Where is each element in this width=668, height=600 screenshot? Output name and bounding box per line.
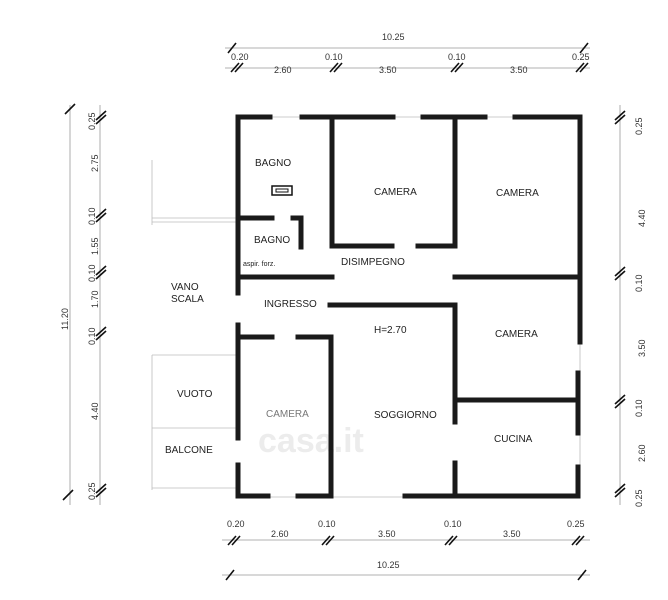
dim-left: 0.25 bbox=[87, 112, 97, 130]
dim-left: 0.10 bbox=[87, 264, 97, 282]
dim-right: 0.10 bbox=[634, 274, 644, 292]
dim-left: 1.55 bbox=[90, 237, 100, 255]
label-scala: SCALA bbox=[171, 294, 204, 305]
dim-right: 0.10 bbox=[634, 399, 644, 417]
dim-top: 3.50 bbox=[379, 65, 397, 75]
dim-top-total: 10.25 bbox=[382, 32, 405, 42]
bathroom-fixture bbox=[271, 185, 293, 196]
dim-bottom: 0.20 bbox=[227, 519, 245, 529]
dim-top: 0.10 bbox=[325, 52, 343, 62]
label-camera-2: CAMERA bbox=[496, 188, 539, 199]
dim-top: 0.20 bbox=[231, 52, 249, 62]
label-height: H=2.70 bbox=[374, 325, 407, 336]
dim-right: 0.25 bbox=[634, 489, 644, 507]
dim-left: 1.70 bbox=[90, 290, 100, 308]
dim-right: 4.40 bbox=[637, 209, 647, 227]
watermark: casa.it bbox=[258, 422, 364, 460]
left-dimensions: 11.20 0.25 2.75 0.10 1.55 0.10 1.70 0.10… bbox=[60, 103, 107, 505]
dim-bottom: 0.10 bbox=[318, 519, 336, 529]
dim-right: 0.25 bbox=[634, 117, 644, 135]
dim-bottom: 3.50 bbox=[378, 529, 396, 539]
exterior-lines bbox=[151, 116, 581, 498]
top-dimensions: 10.25 0.20 2.60 0.10 3.50 0.10 3.50 0.25 bbox=[225, 32, 590, 75]
label-vano: VANO bbox=[171, 282, 199, 293]
dim-top: 3.50 bbox=[510, 65, 528, 75]
label-ingresso: INGRESSO bbox=[264, 299, 317, 310]
label-vuoto: VUOTO bbox=[177, 389, 213, 400]
dim-top: 2.60 bbox=[274, 65, 292, 75]
dim-top: 0.25 bbox=[572, 52, 590, 62]
label-camera-4: CAMERA bbox=[266, 409, 309, 420]
label-balcone: BALCONE bbox=[165, 445, 213, 456]
label-cucina: CUCINA bbox=[494, 434, 533, 445]
label-bagno: BAGNO bbox=[255, 158, 291, 169]
label-disimpegno: DISIMPEGNO bbox=[341, 257, 405, 268]
dim-bottom: 0.25 bbox=[567, 519, 585, 529]
dim-bottom: 0.10 bbox=[444, 519, 462, 529]
dim-bottom: 2.60 bbox=[271, 529, 289, 539]
dim-right: 2.60 bbox=[637, 444, 647, 462]
label-bagno-2: BAGNO bbox=[254, 235, 290, 246]
dim-left: 4.40 bbox=[90, 402, 100, 420]
dim-left: 0.10 bbox=[87, 207, 97, 225]
dim-bottom-total: 10.25 bbox=[377, 560, 400, 570]
label-camera-3: CAMERA bbox=[495, 329, 538, 340]
dim-left: 0.25 bbox=[87, 482, 97, 500]
room-labels: BAGNO BAGNO aspir. forz. CAMERA CAMERA D… bbox=[165, 158, 539, 456]
label-camera-1: CAMERA bbox=[374, 187, 417, 198]
dim-right: 3.50 bbox=[637, 339, 647, 357]
dim-top: 0.10 bbox=[448, 52, 466, 62]
dim-left: 2.75 bbox=[90, 154, 100, 172]
right-dimensions: 0.25 4.40 0.10 3.50 0.10 2.60 0.25 bbox=[614, 105, 647, 507]
label-aspir-forz: aspir. forz. bbox=[243, 261, 275, 268]
dim-bottom: 3.50 bbox=[503, 529, 521, 539]
dim-left: 0.10 bbox=[87, 327, 97, 345]
bottom-dimensions: 0.20 2.60 0.10 3.50 0.10 3.50 0.25 10.25 bbox=[222, 519, 590, 581]
walls bbox=[235, 114, 583, 499]
label-soggiorno: SOGGIORNO bbox=[374, 410, 437, 421]
dim-left-total: 11.20 bbox=[60, 308, 70, 330]
